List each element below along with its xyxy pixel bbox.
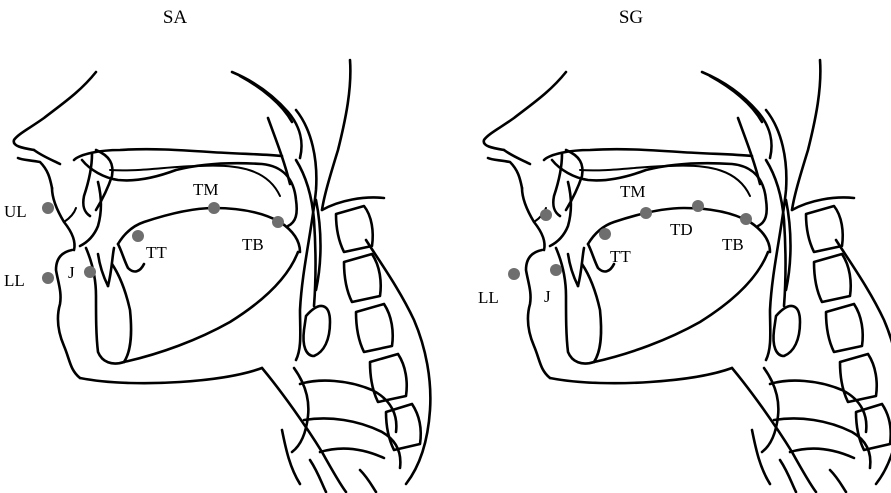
points-sa: UL LL J TT TM TB — [4, 180, 284, 290]
label-td-sg: TD — [670, 220, 693, 239]
label-tb: TB — [242, 235, 264, 254]
sensor-point-tb — [272, 216, 284, 228]
sensor-point-tt-sg — [599, 228, 611, 240]
sensor-point-tb-sg — [740, 213, 752, 225]
vocal-tract-drawing-sg — [484, 60, 891, 492]
label-ul: UL — [4, 202, 27, 221]
sensor-point-j — [84, 266, 96, 278]
sensor-point-j-sg — [550, 264, 562, 276]
sensor-point-tm-sg — [640, 207, 652, 219]
sensor-point-ul-sg — [540, 209, 552, 221]
sensor-point-tm — [208, 202, 220, 214]
sensor-point-ll — [42, 272, 54, 284]
points-sg: LL J TT TM TD TB — [478, 182, 752, 307]
sensor-point-tt — [132, 230, 144, 242]
label-tm-sg: TM — [620, 182, 646, 201]
label-ll-sg: LL — [478, 288, 499, 307]
label-ll: LL — [4, 271, 25, 290]
sensor-point-ul — [42, 202, 54, 214]
label-tt: TT — [146, 243, 167, 262]
sensor-point-ll-sg — [508, 268, 520, 280]
label-tt-sg: TT — [610, 247, 631, 266]
label-tm: TM — [193, 180, 219, 199]
vocal-tract-drawing-sa — [14, 60, 431, 492]
label-j: J — [68, 263, 75, 282]
label-j-sg: J — [544, 287, 551, 306]
label-tb-sg: TB — [722, 235, 744, 254]
sensor-point-td-sg — [692, 200, 704, 212]
